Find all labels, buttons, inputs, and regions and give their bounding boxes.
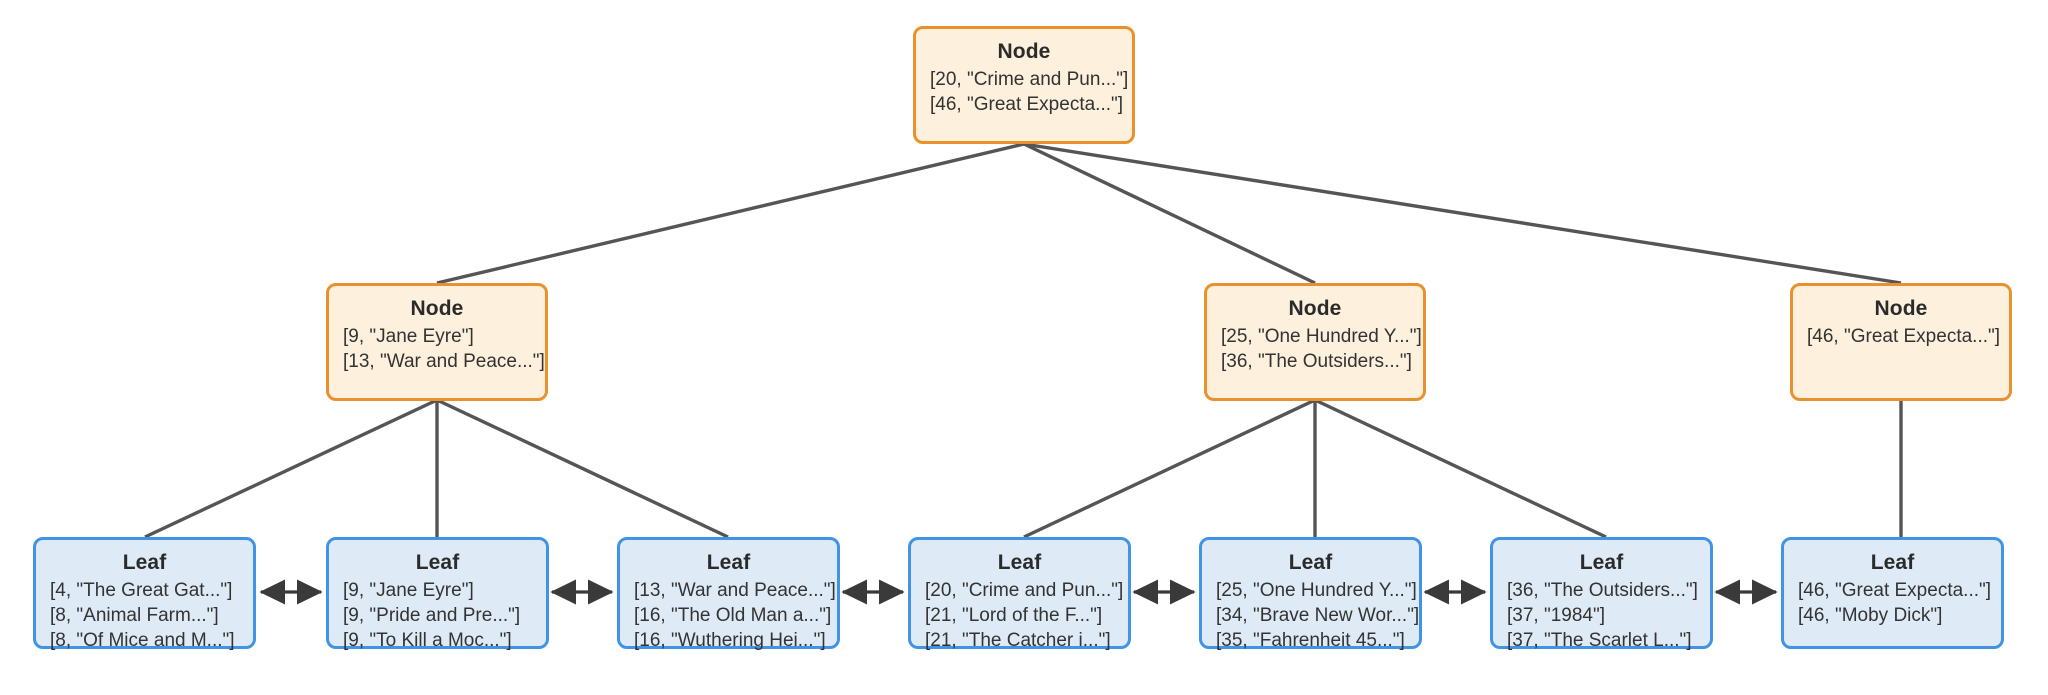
node-title: Node bbox=[1288, 297, 1342, 320]
leaf-entry: [16, "The Old Man a..."] bbox=[634, 605, 832, 626]
leaf-entry: [4, "The Great Gat..."] bbox=[50, 580, 233, 601]
tree-node-root[interactable]: Node [20, "Crime and Pun..."] [46, "Grea… bbox=[913, 26, 1135, 144]
node-entry: [25, "One Hundred Y..."] bbox=[1221, 326, 1422, 347]
leaf-entry-list: [20, "Crime and Pun..."] [21, "Lord of t… bbox=[911, 578, 1128, 653]
tree-node-leaf-3[interactable]: Leaf [13, "War and Peace..."] [16, "The … bbox=[617, 537, 840, 651]
node-title: Node bbox=[1874, 297, 1928, 320]
leaf-entry: [20, "Crime and Pun..."] bbox=[925, 580, 1124, 601]
leaf-entry-list: [4, "The Great Gat..."] [8, "Animal Farm… bbox=[36, 578, 253, 653]
tree-node-leaf-6[interactable]: Leaf [36, "The Outsiders..."] [37, "1984… bbox=[1490, 537, 1713, 651]
node-entry: [13, "War and Peace..."] bbox=[343, 351, 545, 372]
node-title: Leaf bbox=[415, 551, 460, 574]
node-title: Leaf bbox=[1579, 551, 1624, 574]
node-entry: [9, "Jane Eyre"] bbox=[343, 326, 474, 347]
leaf-entry: [46, "Great Expecta..."] bbox=[1798, 580, 1992, 601]
node-entry: [20, "Crime and Pun..."] bbox=[930, 69, 1129, 90]
node-title: Leaf bbox=[122, 551, 167, 574]
tree-node-leaf-1[interactable]: Leaf [4, "The Great Gat..."] [8, "Animal… bbox=[33, 537, 256, 651]
edge-root-to-internal-2 bbox=[1023, 142, 1316, 285]
node-title: Leaf bbox=[1870, 551, 1915, 574]
edge-internal-1-to-leaf-1 bbox=[144, 398, 438, 539]
leaf-entry: [21, "The Catcher i..."] bbox=[925, 630, 1111, 651]
leaf-entry: [8, "Of Mice and M..."] bbox=[50, 630, 235, 651]
leaf-entry: [21, "Lord of the F..."] bbox=[925, 605, 1103, 626]
node-title: Node bbox=[997, 40, 1051, 63]
leaf-entry: [13, "War and Peace..."] bbox=[634, 580, 836, 601]
node-entry: [46, "Great Expecta..."] bbox=[930, 94, 1124, 115]
node-title: Leaf bbox=[997, 551, 1042, 574]
leaf-entry: [9, "Pride and Pre..."] bbox=[343, 605, 521, 626]
edge-internal-2-to-leaf-4 bbox=[1023, 398, 1316, 539]
leaf-entry-list: [13, "War and Peace..."] [16, "The Old M… bbox=[620, 578, 837, 653]
tree-node-internal-2[interactable]: Node [25, "One Hundred Y..."] [36, "The … bbox=[1204, 283, 1426, 401]
leaf-entry-list: [46, "Great Expecta..."] [46, "Moby Dick… bbox=[1784, 578, 2001, 628]
edge-root-to-internal-1 bbox=[436, 142, 1025, 285]
node-entry-list: [9, "Jane Eyre"] [13, "War and Peace..."… bbox=[329, 324, 545, 374]
node-title: Leaf bbox=[1288, 551, 1333, 574]
leaf-entry-list: [25, "One Hundred Y..."] [34, "Brave New… bbox=[1202, 578, 1419, 653]
node-entry: [36, "The Outsiders..."] bbox=[1221, 351, 1412, 372]
leaf-entry-list: [9, "Jane Eyre"] [9, "Pride and Pre..."]… bbox=[329, 578, 546, 653]
leaf-entry: [37, "The Scarlet L..."] bbox=[1507, 630, 1692, 651]
leaf-entry: [9, "Jane Eyre"] bbox=[343, 580, 474, 601]
node-title: Leaf bbox=[706, 551, 751, 574]
leaf-entry: [16, "Wuthering Hei..."] bbox=[634, 630, 826, 651]
leaf-entry: [37, "1984"] bbox=[1507, 605, 1606, 626]
node-entry-list: [20, "Crime and Pun..."] [46, "Great Exp… bbox=[916, 67, 1132, 117]
edge-internal-2-to-leaf-6 bbox=[1314, 398, 1607, 539]
leaf-entry: [9, "To Kill a Moc..."] bbox=[343, 630, 512, 651]
leaf-entry: [36, "The Outsiders..."] bbox=[1507, 580, 1698, 601]
tree-node-internal-1[interactable]: Node [9, "Jane Eyre"] [13, "War and Peac… bbox=[326, 283, 548, 401]
tree-node-leaf-7[interactable]: Leaf [46, "Great Expecta..."] [46, "Moby… bbox=[1781, 537, 2004, 649]
tree-node-leaf-5[interactable]: Leaf [25, "One Hundred Y..."] [34, "Brav… bbox=[1199, 537, 1422, 651]
leaf-entry: [46, "Moby Dick"] bbox=[1798, 605, 1943, 626]
node-entry-list: [25, "One Hundred Y..."] [36, "The Outsi… bbox=[1207, 324, 1423, 374]
node-entry-list: [46, "Great Expecta..."] bbox=[1793, 324, 2009, 349]
leaf-entry-list: [36, "The Outsiders..."] [37, "1984"] [3… bbox=[1493, 578, 1710, 653]
leaf-entry: [8, "Animal Farm..."] bbox=[50, 605, 219, 626]
tree-node-leaf-4[interactable]: Leaf [20, "Crime and Pun..."] [21, "Lord… bbox=[908, 537, 1131, 651]
node-entry: [46, "Great Expecta..."] bbox=[1807, 326, 2001, 347]
edge-internal-1-to-leaf-3 bbox=[436, 398, 729, 539]
leaf-entry: [25, "One Hundred Y..."] bbox=[1216, 580, 1417, 601]
leaf-entry: [35, "Fahrenheit 45..."] bbox=[1216, 630, 1405, 651]
tree-node-internal-3[interactable]: Node [46, "Great Expecta..."] bbox=[1790, 283, 2012, 401]
node-title: Node bbox=[410, 297, 464, 320]
leaf-entry: [34, "Brave New Wor..."] bbox=[1216, 605, 1420, 626]
tree-node-leaf-2[interactable]: Leaf [9, "Jane Eyre"] [9, "Pride and Pre… bbox=[326, 537, 549, 651]
edge-root-to-internal-3 bbox=[1023, 142, 1902, 285]
